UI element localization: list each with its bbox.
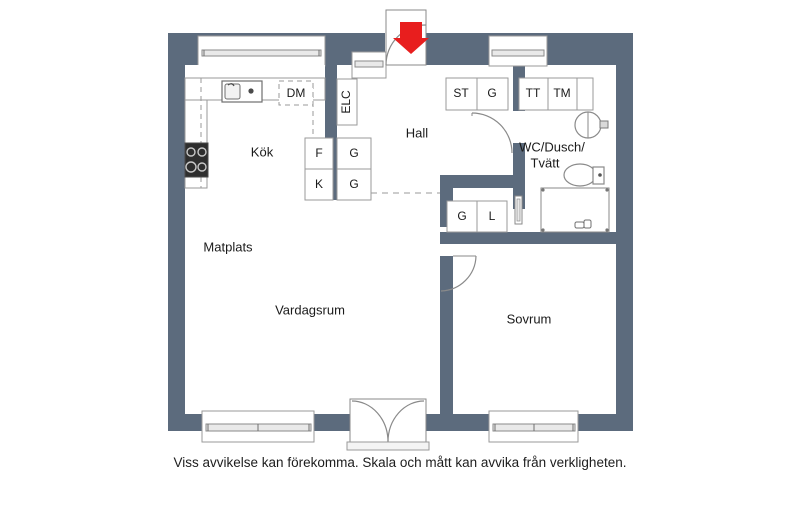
bathroom-door[interactable] bbox=[471, 112, 513, 154]
window-wc-east bbox=[514, 195, 523, 225]
window-hall-north bbox=[351, 51, 387, 79]
appliance-label-k: K bbox=[315, 177, 323, 191]
appliance-label-dm: DM bbox=[287, 86, 306, 100]
appliance-box-k bbox=[304, 168, 334, 201]
bedroom-door[interactable] bbox=[440, 255, 477, 296]
window-living-south bbox=[201, 410, 315, 443]
appliance-label-g3: G bbox=[487, 86, 496, 100]
balcony-french-doors[interactable] bbox=[346, 398, 430, 451]
appliance-boxes bbox=[278, 77, 594, 233]
appliance-box-elc bbox=[336, 78, 358, 126]
kitchen-sink-icon bbox=[221, 80, 263, 103]
room-label-wc-line2: Tvätt bbox=[531, 155, 560, 170]
shower-icon bbox=[540, 187, 610, 233]
appliance-box-f bbox=[304, 137, 334, 170]
plan-disclaimer-caption: Viss avvikelse kan förekomma. Skala och … bbox=[173, 455, 627, 470]
room-label-wc-line1: WC/Dusch/ bbox=[519, 139, 585, 154]
window-bedroom-south bbox=[488, 410, 579, 443]
entrance-arrow-icon bbox=[393, 22, 429, 54]
window-kitchen-north bbox=[197, 35, 326, 67]
appliance-label-g4: G bbox=[457, 209, 466, 223]
appliance-label-f: F bbox=[315, 146, 322, 160]
appliance-box-tt bbox=[518, 77, 549, 111]
appliance-label-l: L bbox=[489, 209, 496, 223]
appliance-box-st bbox=[445, 77, 478, 111]
appliance-label-g1: G bbox=[349, 146, 358, 160]
appliance-box-g4 bbox=[446, 200, 478, 233]
appliance-label-tm: TM bbox=[553, 86, 570, 100]
room-label-hall: Hall bbox=[406, 125, 429, 140]
appliance-label-elc: ELC bbox=[339, 90, 353, 114]
room-label-kok: Kök bbox=[251, 144, 274, 159]
appliance-box-g3 bbox=[476, 77, 509, 111]
stove-icon bbox=[184, 142, 209, 178]
room-label-sovrum: Sovrum bbox=[507, 311, 552, 326]
room-label-matplats: Matplats bbox=[203, 239, 253, 254]
appliance-box-dm bbox=[278, 80, 314, 106]
appliance-label-st: ST bbox=[453, 86, 469, 100]
appliance-label-g2: G bbox=[349, 177, 358, 191]
appliance-box-g2 bbox=[336, 168, 372, 201]
window-wc-north bbox=[488, 35, 548, 67]
appliance-box-tm-side bbox=[576, 77, 594, 111]
toilet-icon bbox=[563, 163, 605, 187]
appliance-box-l bbox=[476, 200, 508, 233]
appliance-label-tt: TT bbox=[526, 86, 541, 100]
wash-basin-icon bbox=[574, 111, 609, 139]
room-label-vardagsrum: Vardagsrum bbox=[275, 302, 345, 317]
appliance-box-tm bbox=[547, 77, 578, 111]
